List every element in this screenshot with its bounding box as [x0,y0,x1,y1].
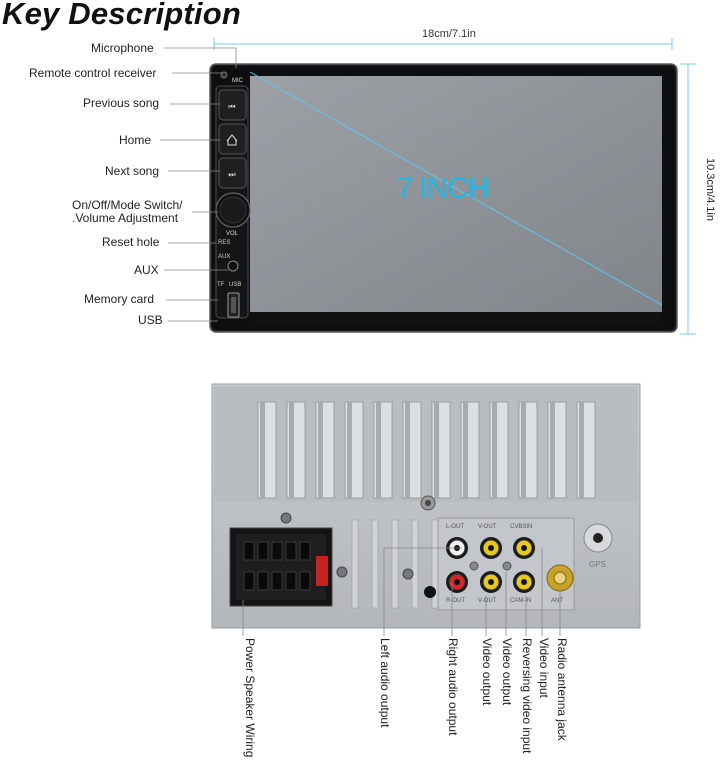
vout-mark: V-OUT [478,524,497,530]
rca-right-audio-output[interactable] [446,571,468,593]
aux-mark: AUX [218,254,231,260]
label-volume: .Volume Adjustment [72,211,179,225]
usb-mark: USB [229,282,242,288]
svg-text:⏮: ⏮ [228,102,235,111]
gps-port[interactable] [583,523,613,553]
gps-mark: GPS [589,560,606,569]
front-leader-lines [160,47,237,322]
height-dimension [680,63,696,335]
res-mark: RES [218,240,231,246]
label-left-audio-output: Left audio output [378,638,392,728]
label-reversing-video-input: Reversing video input [520,638,534,754]
prev-song-button[interactable]: ⏮ [218,89,247,121]
label-usb: USB [138,313,163,327]
screen-diagonal [249,71,663,306]
label-previous-song: Previous song [83,96,160,110]
label-right-audio-output: Right audio output [446,638,460,736]
volume-knob[interactable] [215,192,251,228]
ant-mark: ANT [551,598,563,604]
label-video-output-2: Video output [500,638,514,706]
svg-text:⏭: ⏭ [228,170,235,179]
label-reset-hole: Reset hole [102,235,160,249]
height-dimension-label: 10.3cm/4.1in [704,158,716,221]
label-video-output-1: Video output [480,638,494,706]
microphone-hole [220,71,228,79]
tf-mark: TF [217,282,225,288]
vout2-mark: V-OUT [478,598,497,604]
screen-size-text: 7 INCH [396,172,489,205]
label-video-input: Video input [537,638,551,698]
label-onoff-mode: On/Off/Mode Switch/ [72,198,183,212]
width-dimension-label: 18cm/7.1in [422,28,476,40]
rout-mark: R-OUT [446,598,465,604]
rca-video-output-1[interactable] [480,537,502,559]
usb-port[interactable] [227,292,240,318]
rear-leader-lines [242,547,561,636]
lout-mark: L-OUT [446,524,464,530]
cvbsin-mark: CVBSIN [510,524,533,530]
power-speaker-connector[interactable] [229,527,333,607]
label-memory-card: Memory card [84,292,155,306]
mic-mark: MIC [232,78,243,84]
screen [250,76,662,312]
next-song-button[interactable]: ⏭ [218,157,247,189]
aux-jack[interactable] [227,260,239,272]
rca-video-output-2[interactable] [480,571,502,593]
label-remote-receiver: Remote control receiver [29,66,157,80]
rca-reversing-video-input[interactable] [513,571,535,593]
label-power-speaker-wiring: Power Speaker Wiring [243,638,257,758]
label-microphone: Microphone [91,41,154,55]
page-title: Key Description [2,0,242,31]
heat-sink-fins [257,401,596,609]
home-button[interactable] [218,123,247,155]
label-next-song: Next song [105,164,160,178]
label-home: Home [119,133,152,147]
label-aux: AUX [134,263,159,277]
antenna-jack[interactable] [546,564,574,592]
cam-mark: CAM-IN [510,598,532,604]
vol-mark: VOL [226,231,239,237]
label-radio-antenna-jack: Radio antenna jack [555,638,569,741]
rca-video-input[interactable] [513,537,535,559]
